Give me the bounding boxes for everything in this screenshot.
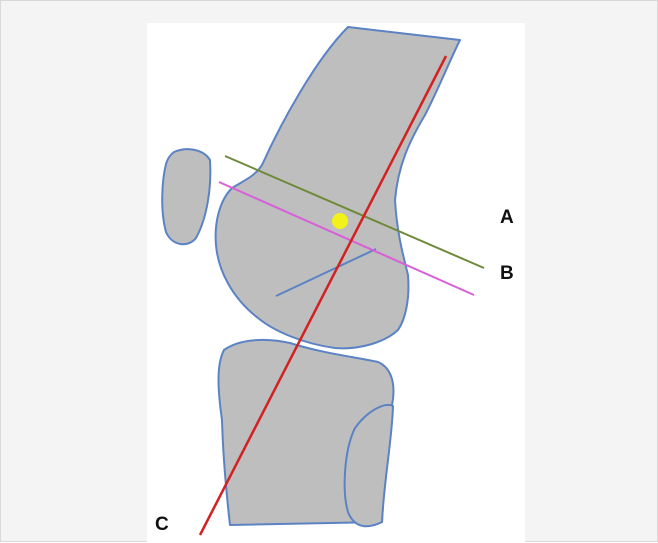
label-b: B bbox=[500, 263, 514, 284]
center-marker bbox=[332, 213, 348, 229]
femur-shape bbox=[216, 27, 460, 348]
label-c: C bbox=[155, 514, 169, 535]
patella-shape bbox=[162, 149, 210, 244]
label-a: A bbox=[500, 207, 514, 228]
